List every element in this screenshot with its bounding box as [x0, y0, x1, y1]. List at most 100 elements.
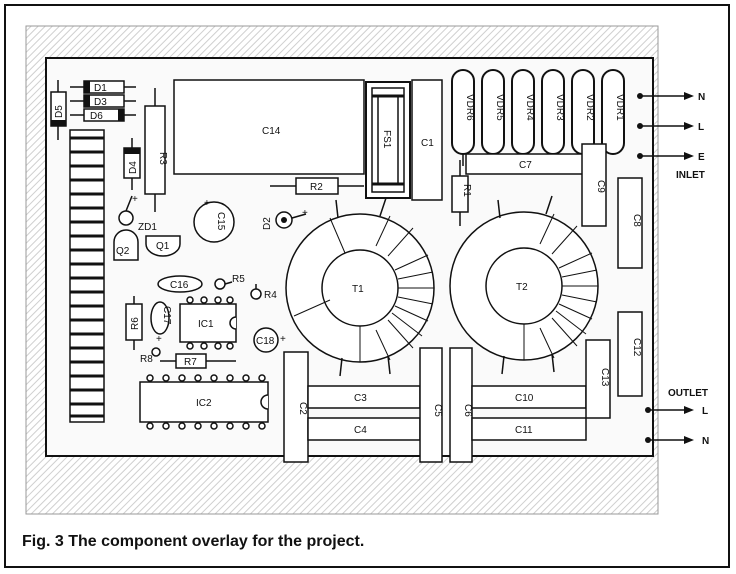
varistor-vdr5: VDR5 [481, 69, 505, 155]
capacitor-c10: C10 [471, 385, 587, 409]
vdr4-label: VDR4 [524, 94, 535, 121]
resistor-r7: R7 [160, 353, 236, 369]
inlet-label: INLET [676, 170, 705, 181]
transistor-q2: Q2 [113, 229, 139, 261]
varistor-vdr3: VDR3 [541, 69, 565, 155]
c15-plus: + [204, 198, 210, 209]
resistor-r8: R8 [140, 347, 161, 365]
varistor-vdr6: VDR6 [451, 69, 475, 166]
c8-label: C8 [631, 214, 642, 227]
capacitor-c11: C11 [471, 417, 587, 441]
diode-d5: D5 [50, 80, 67, 140]
toroid-t1: T1 [285, 197, 435, 377]
capacitor-c6: C6 [449, 347, 473, 463]
q1-label: Q1 [156, 241, 170, 252]
c18-label: C18 [256, 336, 275, 347]
capacitor-c3: C3 [307, 385, 421, 409]
c6-label: C6 [462, 404, 473, 417]
c10-label: C10 [515, 393, 534, 404]
inlet-n-label: N [698, 92, 705, 103]
zener-zd1: + ZD1 [118, 194, 157, 233]
c17-plus: + [156, 334, 162, 345]
capacitor-c14: C14 [173, 79, 365, 175]
diode-d2: + D2 [262, 208, 308, 230]
capacitor-c18: + C18 [253, 327, 286, 353]
capacitor-c17: + C17 [150, 301, 172, 345]
toroid-t2: T2 [449, 195, 599, 375]
c15-label: C15 [215, 212, 226, 231]
d3-label: D3 [94, 97, 107, 108]
outlet-n-label: N [702, 436, 709, 447]
capacitor-c8: C8 [617, 177, 643, 269]
outlet-l-label: L [702, 406, 708, 417]
r1-label: R1 [461, 184, 472, 197]
d4-label: D4 [128, 161, 139, 174]
zd1-plus: + [132, 194, 138, 205]
capacitor-c7: C7 [465, 153, 587, 175]
vdr5-label: VDR5 [494, 94, 505, 121]
resistor-r1: R1 [451, 160, 472, 226]
vdr2-label: VDR2 [584, 94, 595, 121]
c14-label: C14 [262, 126, 281, 137]
capacitor-c9: C9 [581, 143, 607, 227]
resistor-r4: R4 [250, 284, 277, 301]
capacitor-c13: C13 [585, 339, 611, 419]
ic-ic2: IC2 [139, 374, 269, 430]
fs1-label: FS1 [381, 130, 392, 149]
capacitor-c1: C1 [411, 79, 443, 201]
diode-d4: D4 [123, 138, 141, 190]
figure-frame [4, 4, 730, 568]
outlet-terminals: OUTLET L N [645, 388, 709, 447]
r8-label: R8 [140, 354, 153, 365]
diode-d6: D6 [70, 108, 136, 122]
resistor-r2: R2 [270, 177, 364, 195]
c11-label: C11 [515, 425, 533, 436]
capacitor-c15: + C15 [193, 198, 235, 243]
d1-label: D1 [94, 83, 107, 94]
c3-label: C3 [354, 393, 367, 404]
zd1-label: ZD1 [138, 222, 157, 233]
ic1-label: IC1 [198, 319, 214, 330]
inlet-l-label: L [698, 122, 704, 133]
resistor-r3: R3 [144, 88, 168, 212]
r3-label: R3 [157, 152, 168, 165]
vdr-row: VDR6 VDR5 VDR4 VDR3 VDR2 VDR1 [451, 69, 625, 166]
capacitor-c12: C12 [617, 311, 643, 397]
outlet-label: OUTLET [668, 388, 708, 399]
c9-label: C9 [595, 180, 606, 193]
varistor-vdr1: VDR1 [601, 69, 625, 155]
q2-label: Q2 [116, 246, 130, 257]
inlet-e-label: E [698, 152, 705, 163]
c13-label: C13 [599, 368, 610, 387]
c16-label: C16 [170, 280, 189, 291]
c12-label: C12 [631, 338, 642, 357]
c4-label: C4 [354, 425, 367, 436]
capacitor-c2: C2 [283, 351, 309, 463]
ic2-label: IC2 [196, 398, 212, 409]
d2-label: D2 [262, 217, 273, 230]
d2-plus: + [302, 208, 308, 219]
c7-label: C7 [519, 160, 532, 171]
figure-caption: Fig. 3 The component overlay for the pro… [22, 533, 365, 550]
c18-plus: + [280, 334, 286, 345]
vdr1-label: VDR1 [614, 94, 625, 121]
d5-label: D5 [54, 105, 65, 118]
capacitor-c16: C16 [157, 275, 203, 293]
t1-label: T1 [352, 284, 364, 295]
capacitor-c4: C4 [307, 417, 421, 441]
t2-label: T2 [516, 282, 528, 293]
capacitor-c5: C5 [419, 347, 443, 463]
c1-label: C1 [421, 138, 434, 149]
d6-label: D6 [90, 111, 103, 122]
r6-label: R6 [130, 317, 141, 330]
varistor-vdr4: VDR4 [511, 69, 535, 155]
fuse-fs1: FS1 [365, 81, 411, 199]
transistor-q1: Q1 [145, 235, 181, 257]
varistor-vdr2: VDR2 [571, 69, 595, 155]
inlet-terminals: N L E INLET [637, 92, 705, 181]
diode-d1: D1 [70, 80, 136, 94]
vdr6-label: VDR6 [464, 94, 475, 121]
c5-label: C5 [432, 404, 443, 417]
vdr3-label: VDR3 [554, 94, 565, 121]
